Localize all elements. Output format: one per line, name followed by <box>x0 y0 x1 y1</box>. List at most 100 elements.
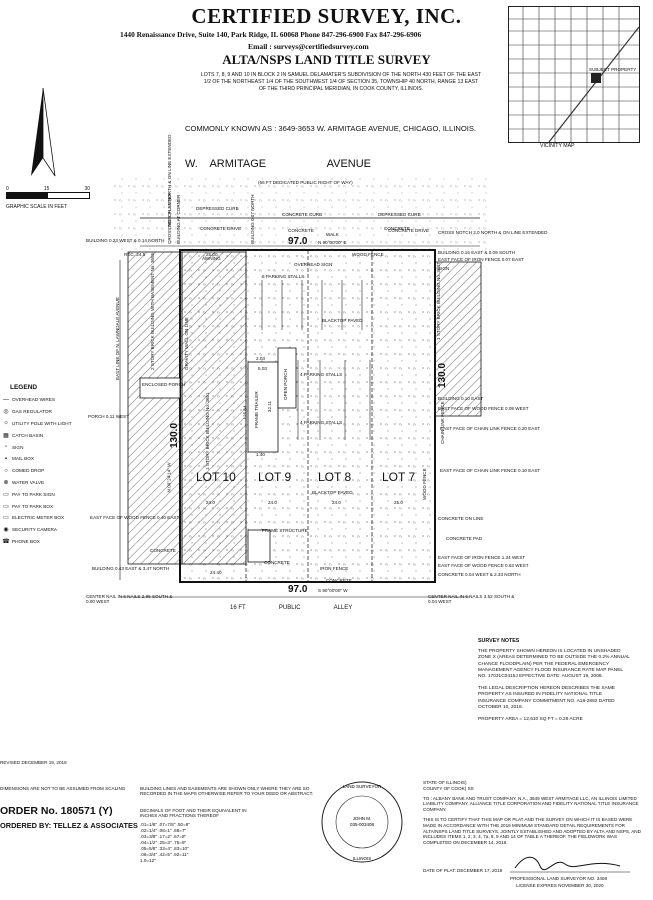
plat-note-6: EAST FACE OF WOOD FENCE 0.09 WEST <box>438 406 529 411</box>
legend-item: ⊗WATER VALVE <box>0 477 72 489</box>
legend-item-label: ELECTRIC METER BOX <box>12 515 65 521</box>
scale-tick-30: 30 <box>84 186 90 192</box>
surveyor-seal: JOHN M. 035-003408 LAND SURVEYOR ILLINOI… <box>321 781 403 863</box>
misc-cross-notch: CROSS NOTCH 2.0 NORTH & ON LINE EXTENDED <box>167 134 172 244</box>
legend-item-label: WATER VALVE <box>12 479 45 485</box>
right-of-way-label: (66 FT DEDICATED PUBLIC RIGHT OF WAY) <box>258 180 353 185</box>
legend-item-label: PAY TO PARK SIGN <box>12 491 55 497</box>
plat-note-11: CONCRETE ON LINE <box>438 516 484 521</box>
blacktop-paved-label: BLACKTOP PAVED <box>322 318 363 323</box>
open-porch <box>277 347 297 409</box>
misc-awning: AWNING <box>202 256 221 261</box>
svg-text:035-003408: 035-003408 <box>350 822 375 827</box>
graphic-scale: 0 15 30 <box>6 186 90 199</box>
lot-7-width: 25.0 <box>394 500 403 505</box>
misc-dim-3211: 32.11 <box>267 400 273 413</box>
legal-note: THE LEGAL DESCRIPTION HEREON DESCRIBES T… <box>478 686 616 710</box>
lot-8-width: 24.0 <box>332 500 341 505</box>
legend-item: ▦CATCH BASIN <box>0 429 72 441</box>
misc-overhead-sign: OVERHEAD SIGN <box>294 262 333 267</box>
misc-dim-2440: 24.40 <box>210 570 222 575</box>
lot-8-label: LOT 8 <box>318 470 352 484</box>
legend-item: —OVERHEAD WIRES <box>0 394 72 406</box>
misc-concrete-5: CONCRETE <box>384 226 410 231</box>
surveyor-signature <box>510 856 630 873</box>
legend-symbol-icon: ◉ <box>3 527 9 534</box>
legend-item-label: UTILITY POLE WITH LIGHT <box>12 420 72 426</box>
legend: LEGEND —OVERHEAD WIRES◎GAS REGULATOR☼UTI… <box>0 384 72 547</box>
legend-item-label: MAIL BOX <box>12 456 34 462</box>
legend-symbol-icon: ▭ <box>3 491 9 498</box>
legend-item-label: CATCH BASIN <box>12 432 44 438</box>
vicinity-map-label: VICINITY MAP <box>540 143 575 149</box>
legal-description: LOTS 7, 8, 9 AND 10 IN BLOCK 2 IN SAMUEL… <box>200 72 482 92</box>
frame-trailer-label: FRAME TRAILER <box>254 391 259 428</box>
east-building-label: 1 STORY BRICK BUILDING No. 3647 <box>436 262 441 340</box>
misc-depressed-curb: DEPRESSED CURB <box>378 212 421 217</box>
legend-title: LEGEND <box>10 384 38 391</box>
alley-label: 16 FT PUBLIC ALLEY <box>230 605 353 611</box>
legend-item: ▭ELECTRIC METER BOX <box>0 512 72 524</box>
vicinity-map-streets <box>509 7 640 143</box>
certification: STATE OF ILLINOIS) COUNTY OF COOK) SS TO… <box>423 780 641 850</box>
plat-note-9: PORCH 0.11 WEST <box>88 414 130 419</box>
plat-note-3: BUILDING 0.16 EAST & 0.09 SOUTH <box>438 250 516 255</box>
misc-dim-503: 5.03 <box>258 366 267 371</box>
county-line: COUNTY OF COOK) SS <box>423 785 474 791</box>
cert-body: THIS IS TO CERTIFY THAT THIS MAP OR PLAT… <box>423 816 641 846</box>
company-email: Email : surveys@certifiedsurvey.com <box>248 42 369 51</box>
plat-note-10: EAST FACE OF WOOD FENCE 0.40 EAST <box>90 515 180 520</box>
license-expires: LICENSE EXPIRES NOVEMBER 30, 2020 <box>516 883 604 888</box>
plat-note-7: EAST FACE OF CHAIN LINK FENCE 0.20 EAST <box>440 426 541 431</box>
legend-symbol-icon: ○ <box>4 467 8 474</box>
decimals-row: .06=3/4" .42=5" .92=11" <box>140 852 189 857</box>
legend-item-label: SECURITY CAMERA <box>12 527 57 533</box>
legend-item: ☎PHONE BOX <box>0 536 72 548</box>
legend-item: ▭PAY TO PARK SIGN <box>0 488 72 500</box>
misc-lawndale-line: EAST LINE OF N. LAWNDALE AVENUE <box>115 297 120 380</box>
lot-10-width: 24.0 <box>206 500 215 505</box>
legend-symbol-icon: ☎ <box>2 538 10 545</box>
decimals-row: .02=1/4" .08=1" .58=7" <box>140 828 187 833</box>
building-lines-note: BUILDING LINES AND EASEMENTS ARE SHOWN O… <box>140 786 314 796</box>
order-number: ORDER No. 180571 (Y) <box>0 805 113 817</box>
plat-note-13: EAST FACE OF WOOD FENCE 0.63 WEST <box>438 563 529 568</box>
survey-type-title: ALTA/NSPS LAND TITLE SURVEY <box>222 52 431 67</box>
frame-structure-label: FRAME STRUCTURE <box>262 528 308 533</box>
misc-concrete-3: CONCRETE <box>326 578 352 583</box>
legend-symbol-icon: ▦ <box>3 432 9 439</box>
area-note: PROPERTY AREA = 12,610 SQ FT = 0.29 ACRE <box>478 717 583 723</box>
center-building-3651 <box>181 251 247 565</box>
misc-wood-fence-2: WOOD FENCE <box>422 468 427 500</box>
svg-text:ILLINOIS: ILLINOIS <box>353 856 372 861</box>
lot-7-label: LOT 7 <box>382 470 416 484</box>
misc-concrete-curb: CONCRETE CURB <box>282 212 323 217</box>
scale-tick-15: 15 <box>43 186 50 192</box>
street-armitage-label: W. ARMITAGE AVENUE <box>185 158 372 170</box>
lot-9-label: LOT 9 <box>258 470 292 484</box>
lot-10-label: LOT 10 <box>196 470 236 484</box>
company-address: 1440 Renaissance Drive, Suite 140, Park … <box>120 30 422 39</box>
survey-notes: SURVEY NOTES THE PROPERTY SHOWN HEREON I… <box>478 638 630 729</box>
cert-to: TO : ALBANY BANK AND TRUST COMPANY, N.A.… <box>423 795 639 813</box>
plat-note-8: EAST FACE OF CHAIN LINK FENCE 0.10 EAST <box>440 468 541 473</box>
east-dimension: 130.0 <box>437 362 449 389</box>
legend-list: —OVERHEAD WIRES◎GAS REGULATOR☼UTILITY PO… <box>0 394 72 547</box>
misc-concrete-2: CONCRETE <box>264 560 290 565</box>
plat-note-17: CENTER NAIL IN 6 NAILS 3.52 SOUTH & 0.04… <box>428 594 515 604</box>
decimals-title: DECIMALS OF FOOT AND THEIR EQUIVALENT IN… <box>140 808 247 818</box>
decimals-table: .01=1/8" .07=7/8" .50=6".02=1/4" .08=1" … <box>140 822 190 864</box>
misc-depressed-curb-2: DEPRESSED CURB <box>196 206 239 211</box>
svg-text:LAND SURVEYOR: LAND SURVEYOR <box>343 784 382 789</box>
south-bearing: S 90°00'00" W <box>318 588 348 593</box>
plat-note-2: CROSS NOTCH 2.0 NORTH & ON LINE EXTENDED <box>438 230 548 235</box>
west-bearing: N 00°24'14" W <box>166 462 172 493</box>
legend-symbol-icon: ◎ <box>3 409 9 416</box>
enclosed-porch <box>139 377 181 399</box>
legend-item-label: OVERHEAD WIRES <box>12 397 55 403</box>
frame-structure <box>247 529 271 563</box>
scale-tick-0: 0 <box>6 186 9 192</box>
misc-concrete-drive: CONCRETE DRIVE <box>388 228 430 233</box>
vicinity-map: SUBJECT PROPERTY <box>508 6 640 143</box>
misc-concrete-drive-2: CONCRETE DRIVE <box>200 226 242 231</box>
